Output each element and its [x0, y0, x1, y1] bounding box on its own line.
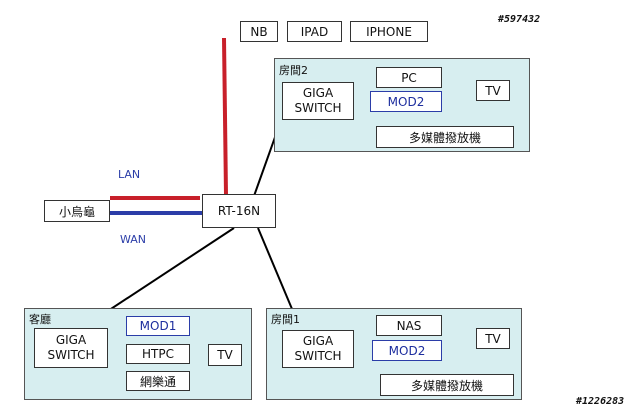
watermark-top: #597432	[498, 14, 541, 25]
wireless-red-line	[222, 37, 228, 196]
living-mod: MOD1	[126, 316, 190, 336]
room2-switch: GIGA SWITCH	[282, 82, 354, 120]
room1-nas: NAS	[376, 315, 442, 336]
room1-tv: TV	[476, 328, 510, 349]
living-htpc: HTPC	[126, 344, 190, 364]
room2-label: 房間2	[279, 64, 308, 77]
device-iphone: IPHONE	[350, 21, 428, 42]
living-tv: TV	[208, 344, 242, 366]
living-switch: GIGA SWITCH	[34, 328, 108, 368]
device-nb: NB	[240, 21, 278, 42]
living-music: 網樂通	[126, 371, 190, 391]
modem-box: 小烏龜	[44, 200, 110, 222]
room1-player: 多媒體撥放機	[380, 374, 514, 396]
room2-tv: TV	[476, 80, 510, 101]
room2-mod: MOD2	[370, 91, 442, 112]
wan-label: WAN	[120, 233, 147, 246]
device-ipad: IPAD	[287, 21, 342, 42]
router-box: RT-16N	[202, 194, 276, 228]
lan-label: LAN	[118, 168, 141, 181]
watermark-bottom: #1226283	[576, 396, 625, 407]
room2-pc: PC	[376, 67, 442, 88]
room1-label: 房間1	[271, 313, 300, 326]
room2-player: 多媒體撥放機	[376, 126, 514, 148]
room1-mod: MOD2	[372, 340, 442, 361]
living-label: 客廳	[29, 313, 51, 326]
room1-switch: GIGA SWITCH	[282, 330, 354, 368]
